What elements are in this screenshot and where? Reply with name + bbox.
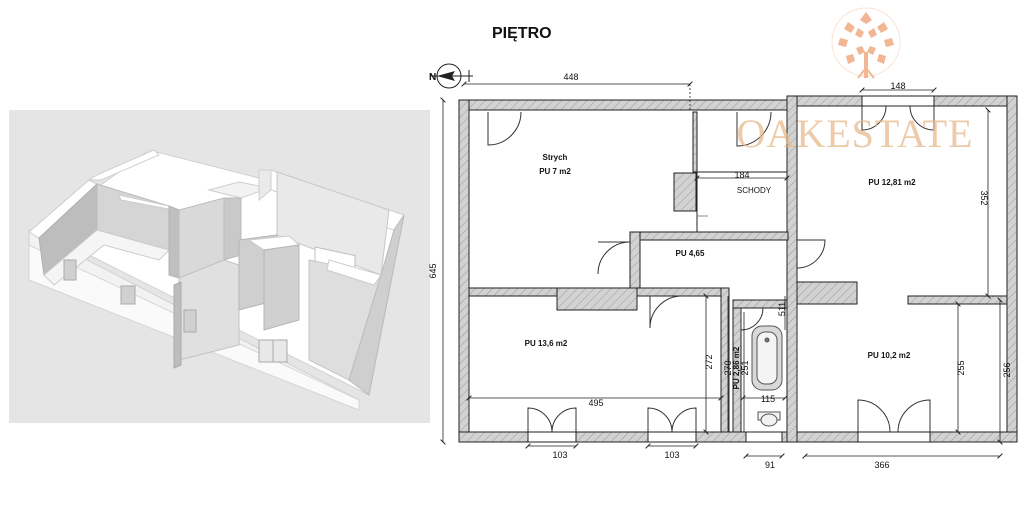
bath-area: PU 2,86 m2: [732, 346, 741, 389]
dim-bath-top: 511: [777, 302, 787, 316]
dim-east-height: 256: [1002, 362, 1012, 377]
room-se-area: PU 10,2 m2: [868, 351, 911, 360]
dim-stairs-width: 184: [734, 170, 749, 180]
dim-bath-inner: 251: [740, 360, 750, 375]
dim-bath-height: 270: [723, 360, 733, 375]
stairs-label: SCHODY: [737, 186, 772, 195]
compass-north-label: N: [429, 72, 436, 83]
stairs-area: [696, 152, 787, 232]
dim-ne-depth: 352: [979, 190, 989, 205]
compass-icon: N: [429, 63, 473, 89]
door-swings: [487, 105, 935, 433]
dim-window-left: 103: [552, 450, 567, 460]
interior-walls: [468, 111, 1008, 433]
floor-title: PIĘTRO: [492, 25, 552, 42]
room-ne-area: PU 12,81 m2: [868, 178, 916, 187]
dim-se-width: 366: [874, 460, 889, 470]
isometric-3d-render: [9, 110, 430, 423]
dim-west-depth: 272: [704, 354, 714, 369]
dim-west-width: 495: [588, 398, 603, 408]
attic-area: PU 7 m2: [539, 167, 571, 176]
logo-watermark: OAKESTATE: [690, 105, 1020, 165]
logo-text: OAKESTATE: [737, 111, 974, 156]
attic-name: Strych: [543, 153, 568, 162]
oak-tree-logo-icon: [831, 7, 901, 79]
toilet: [757, 411, 781, 427]
small-room-area: PU 4,65: [676, 249, 705, 258]
dim-window-right: 103: [664, 450, 679, 460]
dimension-lines: [440, 81, 1003, 459]
dim-overall-height: 645: [428, 263, 438, 278]
dim-bath-window: 91: [765, 460, 775, 470]
dim-ne-window: 148: [890, 81, 905, 91]
dim-se-depth: 255: [956, 360, 966, 375]
bathtub: [751, 325, 783, 391]
isometric-model: [28, 149, 405, 411]
dim-bath-width: 115: [761, 394, 775, 404]
room-w-area: PU 13,6 m2: [525, 339, 568, 348]
dim-top-width: 448: [563, 72, 578, 82]
